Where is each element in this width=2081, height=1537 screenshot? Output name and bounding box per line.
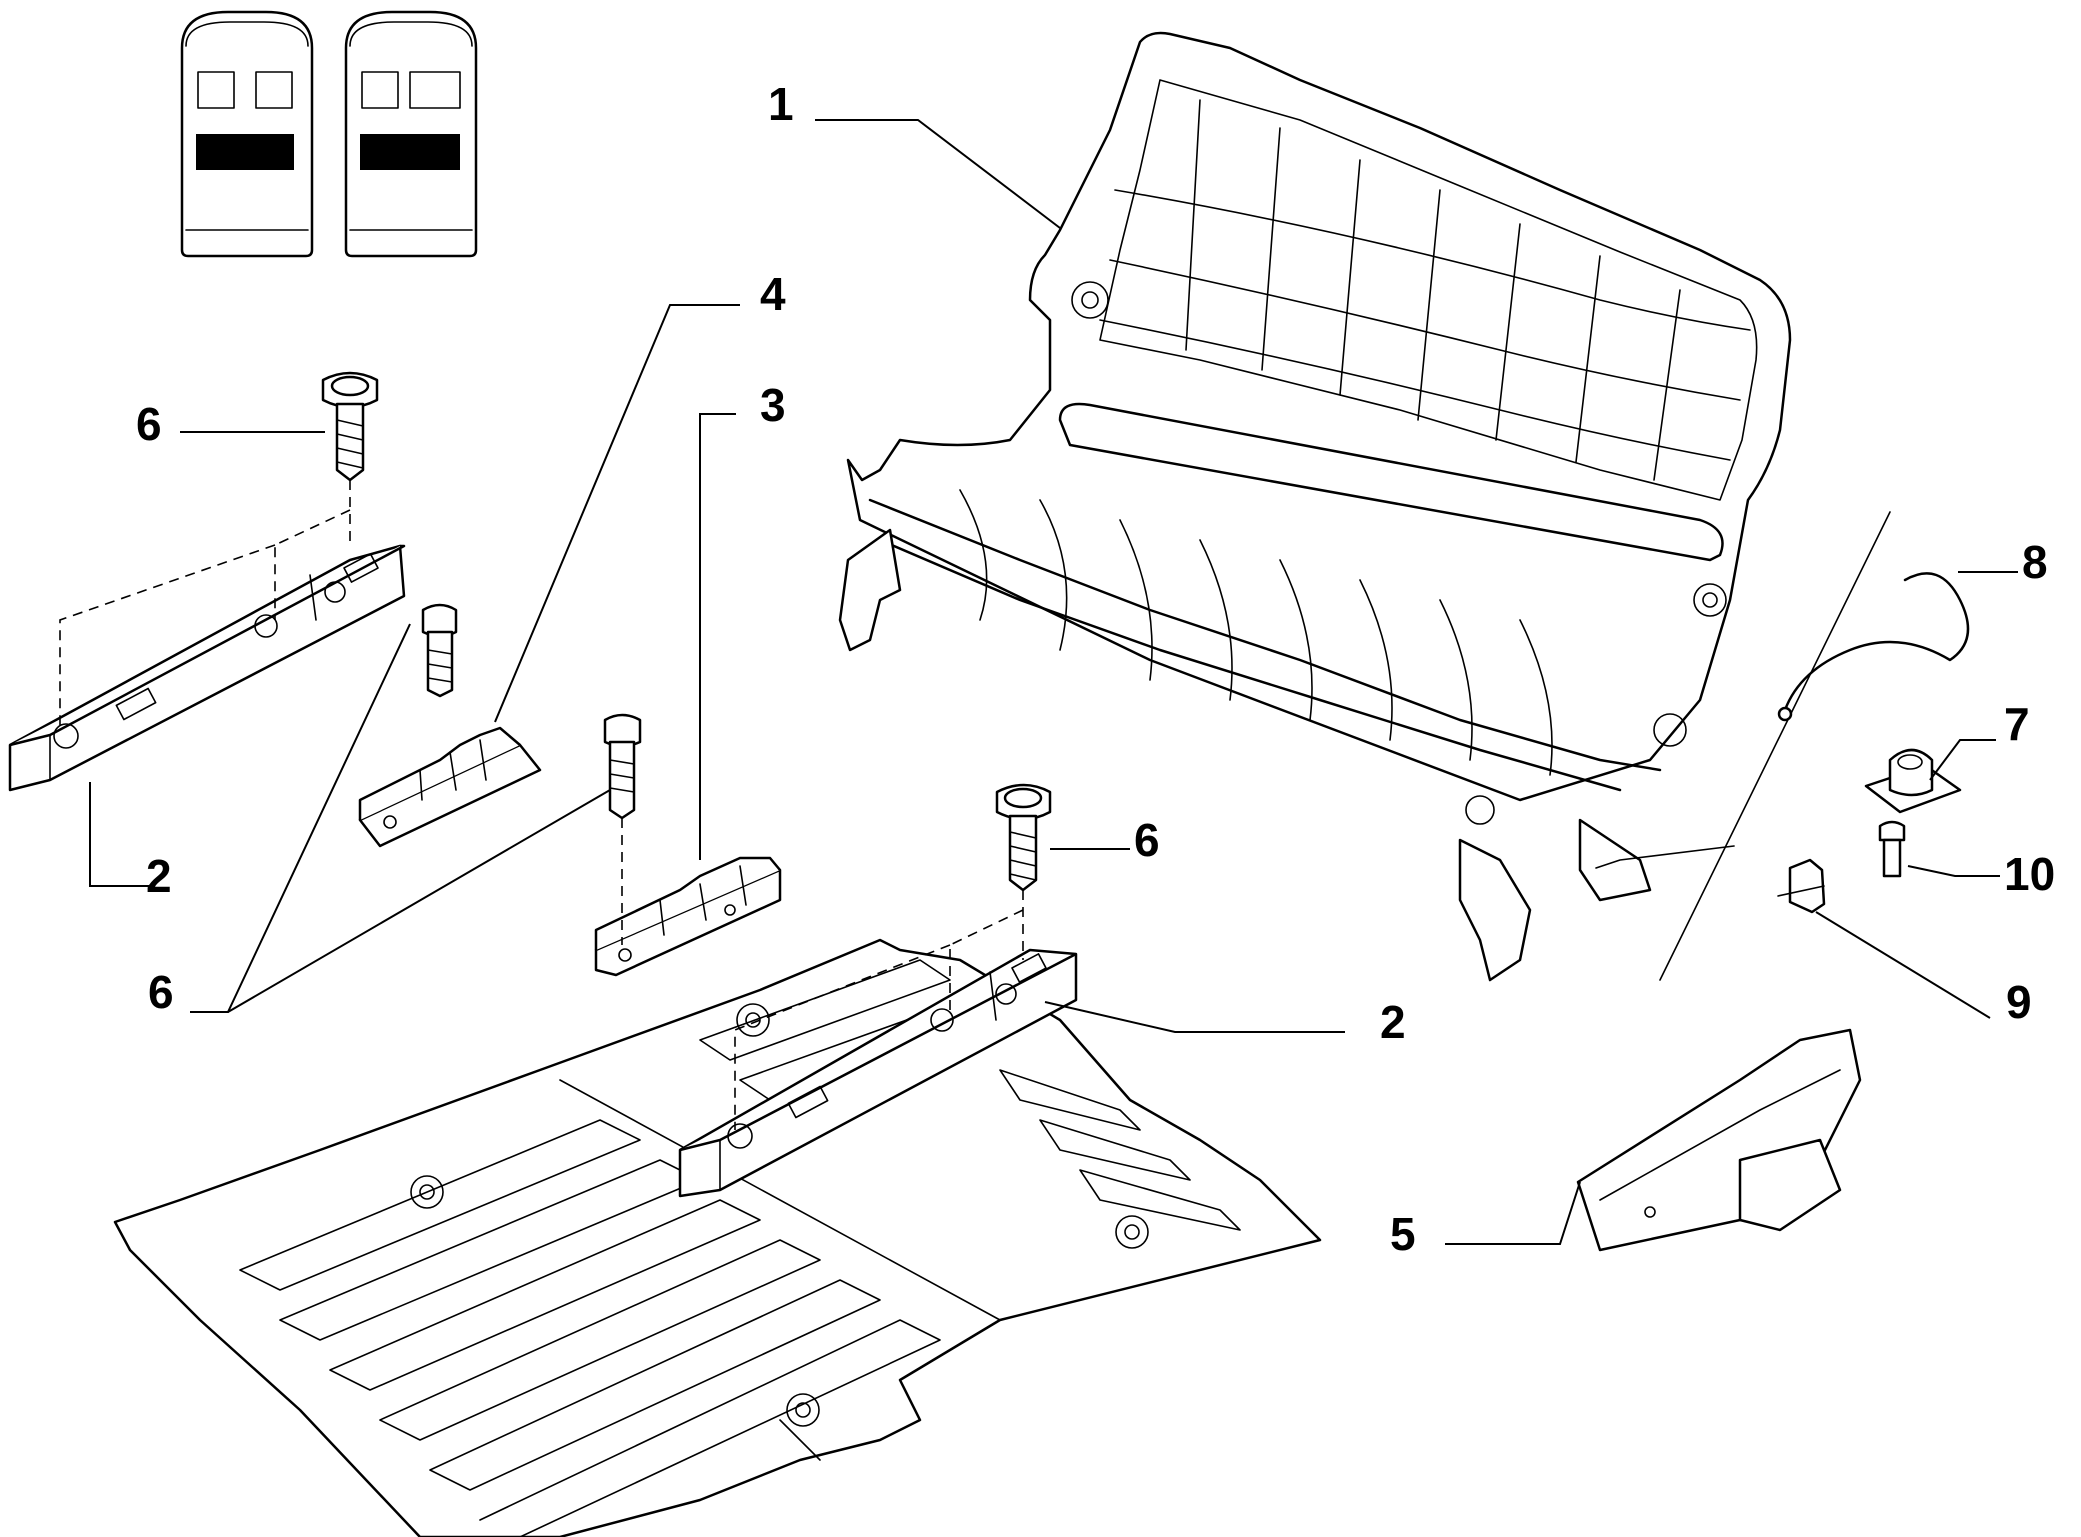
bolt-part-6-a <box>321 371 379 482</box>
seat-rail-part-2-lower <box>678 948 1078 1198</box>
bracket-part-4 <box>358 726 542 848</box>
cable-part-8 <box>1777 572 1970 722</box>
van-top-view-icon <box>180 10 314 258</box>
floor-panel <box>113 938 1322 1537</box>
callout-1: 1 <box>768 78 794 130</box>
bolt-part-6-c <box>603 713 642 820</box>
trim-cover-part-5 <box>1576 1028 1862 1252</box>
callout-2-upper: 2 <box>146 850 172 902</box>
bolt-part-6-d <box>995 783 1052 892</box>
callout-3: 3 <box>760 379 786 431</box>
callout-7: 7 <box>2004 698 2030 750</box>
callout-6-top: 6 <box>136 398 162 450</box>
callout-8: 8 <box>2022 536 2048 588</box>
callout-2-lower: 2 <box>1380 996 1406 1048</box>
van-top-view-icon <box>344 10 478 258</box>
callout-9: 9 <box>2006 976 2032 1028</box>
bracket-part-3 <box>594 856 782 977</box>
clip-part-9 <box>1777 858 1826 914</box>
screw-part-10 <box>1878 820 1906 878</box>
bolt-part-6-b <box>421 603 458 698</box>
callout-6-bottom: 6 <box>148 966 174 1018</box>
seat-frame-part-1 <box>838 31 1792 982</box>
latch-plate-part-7 <box>1864 748 1962 814</box>
callout-5: 5 <box>1390 1208 1416 1260</box>
seat-rail-part-2-upper <box>8 544 406 792</box>
callout-4: 4 <box>760 268 786 320</box>
callout-10: 10 <box>2004 848 2055 900</box>
callout-6-right: 6 <box>1134 814 1160 866</box>
